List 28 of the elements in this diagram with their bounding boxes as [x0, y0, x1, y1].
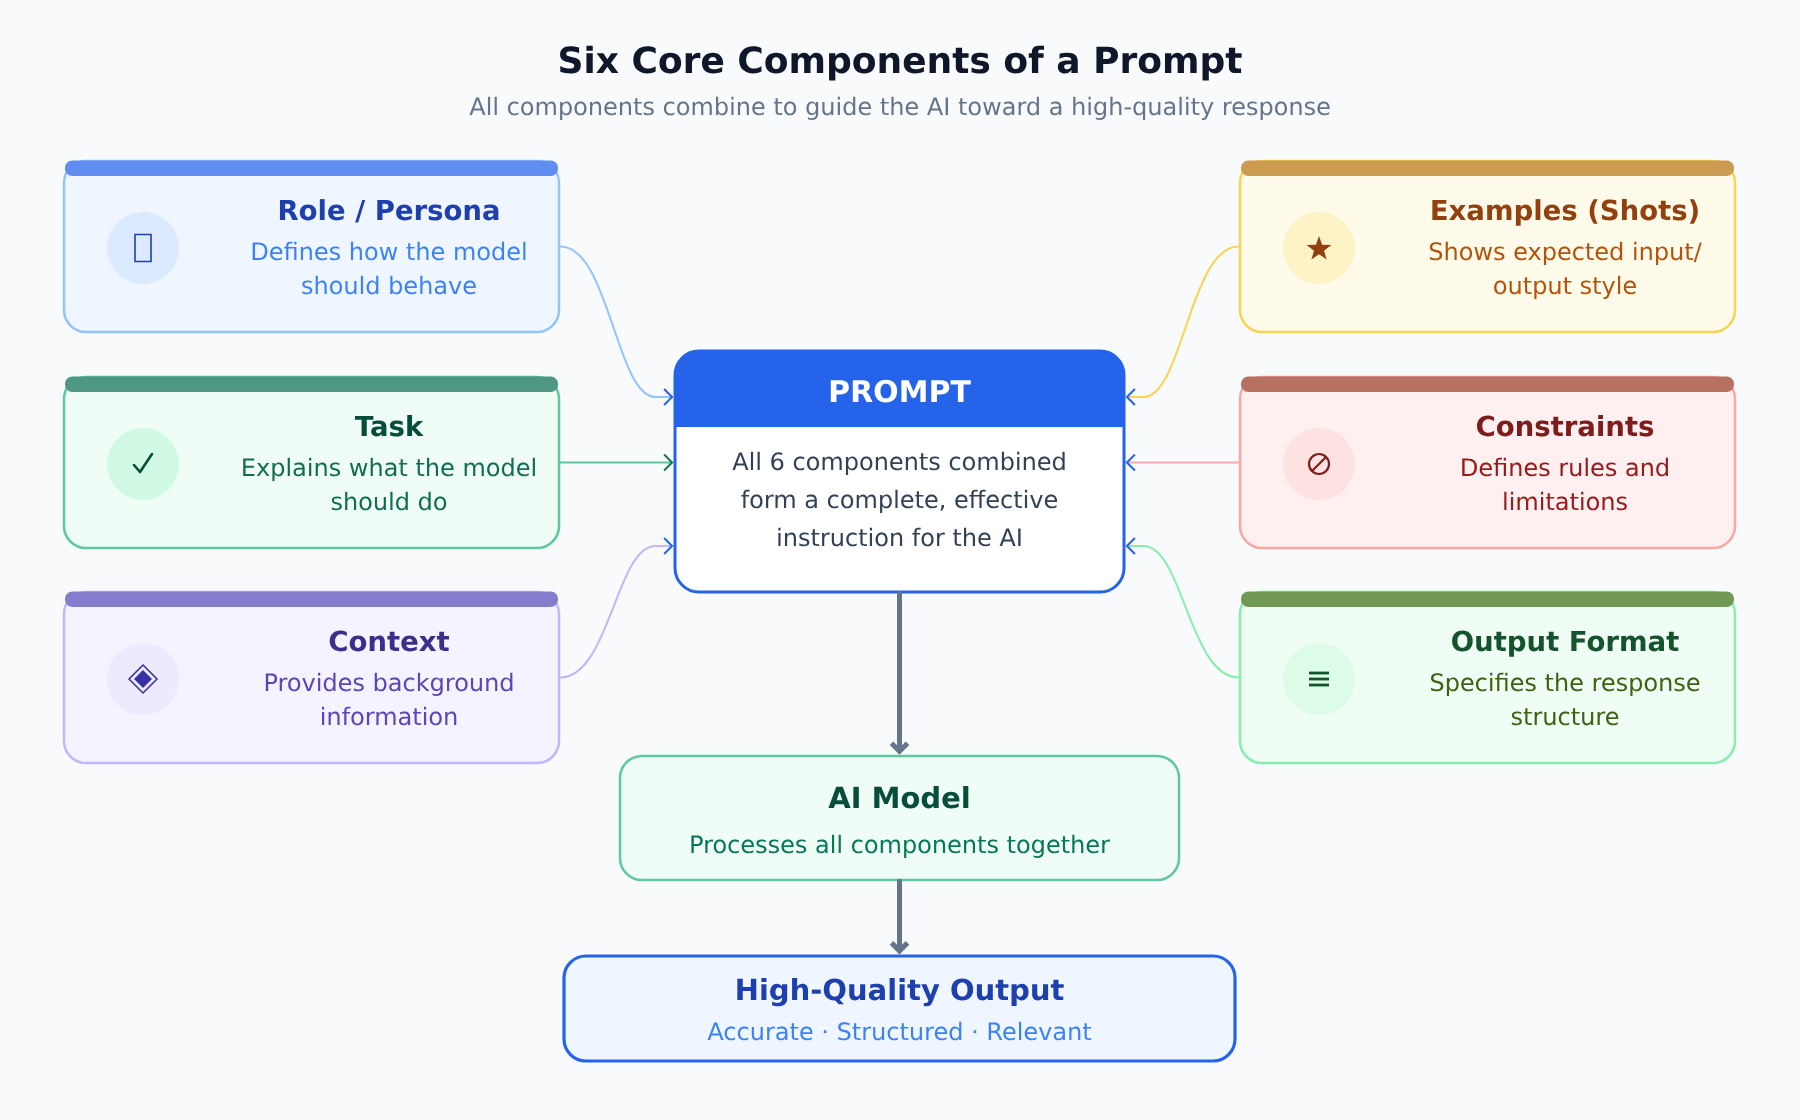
- card-description: Provides background information: [265, 672, 513, 726]
- card-description: Shows expected input/ output style: [1429, 241, 1702, 299]
- card-description: Explains what the model should do: [243, 457, 535, 511]
- box-text: All 6 components combined form a complete, effective instruction for the AI: [732, 451, 1065, 547]
- card-title: Role / Persona: [280, 199, 499, 223]
- arrow: [1125, 453, 1240, 472]
- box-text: Processes all components together: [691, 834, 1110, 858]
- box-text: Accurate · Structured · Relevant: [707, 1021, 1092, 1041]
- card-description: Specifies the response structure: [1431, 672, 1700, 726]
- box-title: High-Quality Output: [737, 978, 1064, 1007]
- card-title: Constraints: [1477, 415, 1654, 437]
- title: Six Core Components of a Prompt: [560, 45, 1242, 81]
- arrow: [559, 245, 674, 406]
- arrow: [559, 537, 674, 679]
- card-title: Output Format: [1452, 630, 1679, 657]
- card-title: Task: [354, 415, 424, 437]
- arrow: [889, 591, 910, 755]
- card-title: Examples (Shots): [1432, 199, 1698, 226]
- arrow: [1125, 245, 1240, 406]
- card-description: Defines how the model should behave: [252, 241, 526, 295]
- box-title: AI Model: [828, 786, 969, 809]
- arrow: [889, 878, 910, 955]
- box-title: PROMPT: [830, 379, 971, 403]
- arrow: [1125, 537, 1240, 679]
- card-title: Context: [329, 630, 450, 652]
- card-description: Defines rules and limitations: [1462, 457, 1668, 511]
- arrow: [559, 453, 674, 472]
- subtitle: All components combine to guide the AI toward a high-quality response: [469, 96, 1330, 120]
